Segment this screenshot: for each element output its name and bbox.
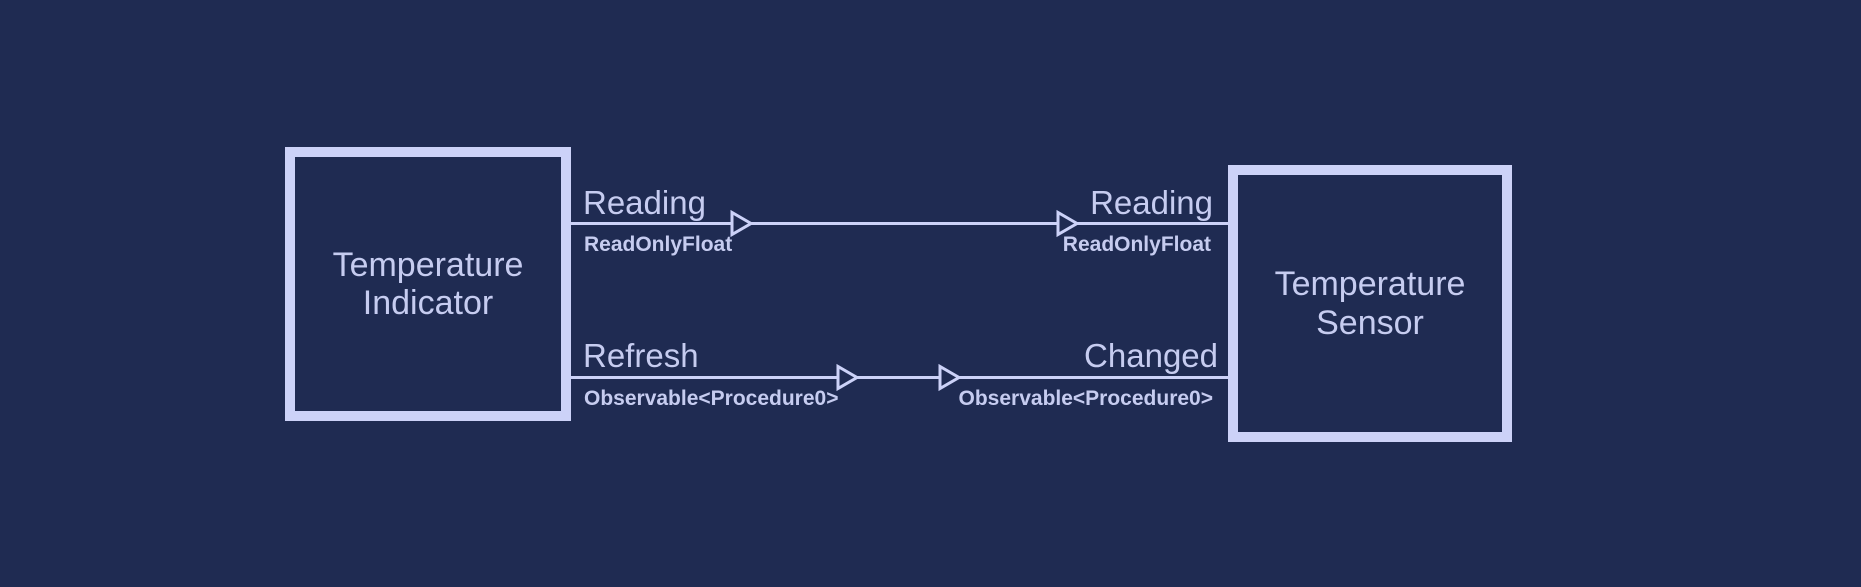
port-refresh-type: Observable<Procedure0> xyxy=(584,387,839,410)
node-temperature-sensor: Temperature Sensor xyxy=(1228,165,1512,442)
port-reading-source-name: Reading xyxy=(583,184,706,221)
node-title: Temperature Indicator xyxy=(332,245,524,322)
port-reading-source-type: ReadOnlyFloat xyxy=(584,233,733,256)
arrowhead-icon xyxy=(1056,209,1080,238)
port-reading-target-name: Reading xyxy=(1090,184,1213,221)
arrowhead-icon xyxy=(938,363,962,392)
arrowhead-icon xyxy=(730,209,754,238)
node-temperature-indicator: Temperature Indicator xyxy=(285,147,571,421)
node-title: Temperature Sensor xyxy=(1274,265,1466,342)
port-changed-type: Observable<Procedure0> xyxy=(958,387,1213,410)
port-refresh-name: Refresh xyxy=(583,337,699,374)
arrowhead-icon xyxy=(836,363,860,392)
port-changed-name: Changed xyxy=(1084,337,1218,374)
port-reading-target-type: ReadOnlyFloat xyxy=(1062,233,1211,256)
